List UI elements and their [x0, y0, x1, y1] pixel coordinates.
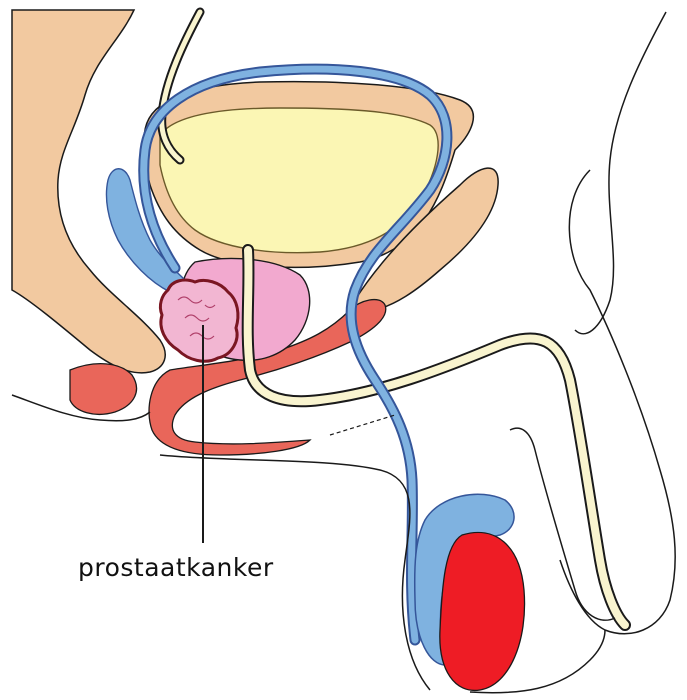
dashed-line — [330, 415, 395, 435]
prostate-cancer-label: prostaatkanker — [78, 553, 274, 582]
testis — [440, 532, 525, 690]
body-outline-front — [575, 12, 666, 334]
rectum-tissue — [70, 364, 137, 415]
prostate-tumor — [160, 280, 238, 361]
